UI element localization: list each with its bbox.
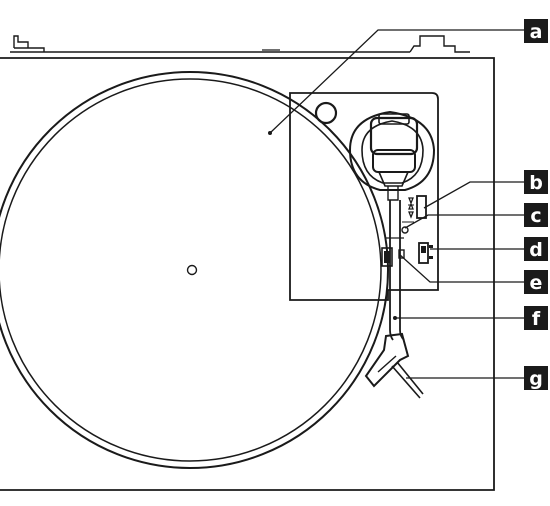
callout-c: c — [524, 203, 548, 227]
callout-a: a — [524, 19, 548, 43]
svg-text:a: a — [530, 21, 543, 43]
tonearm-lock[interactable] — [401, 221, 414, 234]
speed-switch[interactable] — [418, 242, 433, 264]
svg-text:b: b — [529, 172, 543, 194]
cabinet-top-edge — [10, 35, 470, 53]
platter-mat-edge — [0, 78, 382, 462]
counterweight — [369, 116, 419, 156]
cue-lever[interactable] — [408, 195, 427, 219]
tonearm-pivot-knob — [314, 101, 338, 125]
callout-b: b — [524, 170, 548, 194]
svg-text:e: e — [530, 272, 543, 294]
svg-text:c: c — [530, 205, 541, 227]
cabinet-outline — [0, 57, 495, 491]
callout-g: g — [524, 366, 548, 390]
svg-text:g: g — [529, 368, 543, 390]
callout-f: f — [524, 306, 548, 330]
tonearm-gimbal — [348, 110, 436, 201]
leader-lines — [268, 29, 524, 379]
svg-text:d: d — [529, 239, 543, 261]
svg-text:f: f — [532, 308, 541, 330]
platter[interactable] — [0, 71, 389, 469]
callout-d: d — [524, 237, 548, 261]
callout-e: e — [524, 270, 548, 294]
tonearm-base-panel — [289, 92, 439, 301]
platter-spindle — [186, 264, 198, 276]
